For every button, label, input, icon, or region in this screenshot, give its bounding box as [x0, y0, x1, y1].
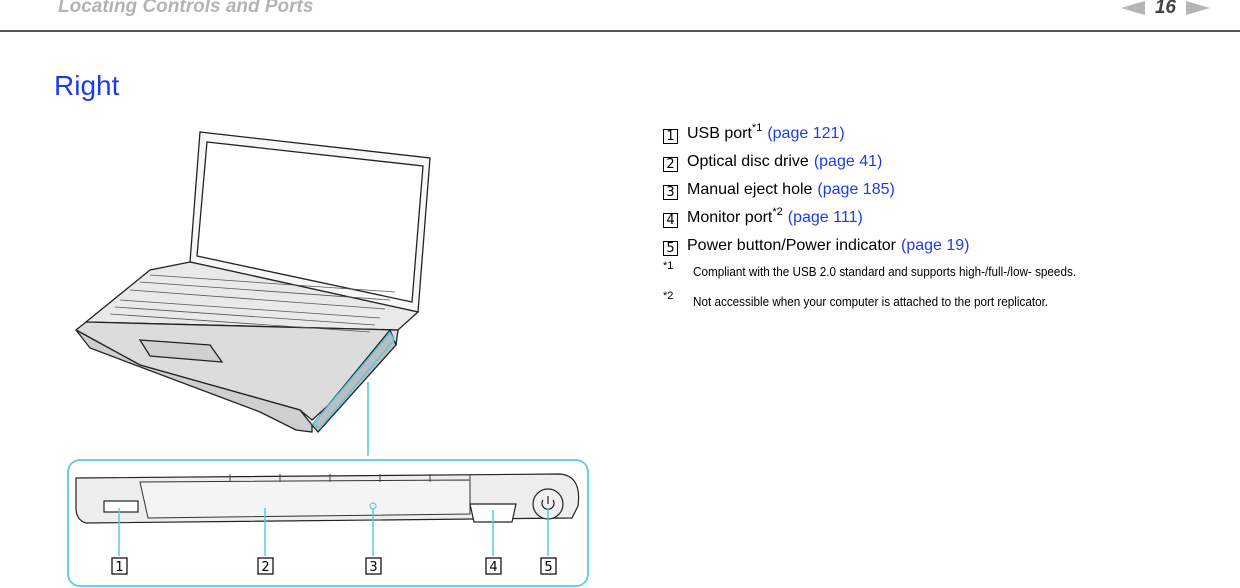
laptop-illustration [74, 131, 431, 433]
footnote-mark: *1 [663, 260, 674, 272]
footnote-2: *2 Not accessible when your computer is … [663, 290, 1233, 320]
callout-2: 2 [261, 560, 269, 575]
item-number: 5 [663, 241, 678, 256]
item-number: 1 [663, 129, 678, 144]
item-number: 3 [663, 185, 678, 200]
parts-legend: 1 USB port *1 (page 121) 2 Optical disc … [663, 120, 1233, 320]
usb-port-icon [103, 500, 139, 513]
header-divider [0, 30, 1240, 32]
page-link[interactable]: (page 111) [787, 209, 863, 226]
legend-item-optical-disc-drive: 2 Optical disc drive (page 41) [663, 148, 1233, 176]
item-label: Monitor port [687, 209, 773, 226]
footnote-text: Not accessible when your computer is att… [693, 294, 1049, 309]
page-number: 16 [1154, 0, 1176, 18]
legend-item-manual-eject-hole: 3 Manual eject hole (page 185) [663, 176, 1233, 204]
footnote-mark: *2 [663, 290, 674, 302]
page-link[interactable]: (page 121) [767, 125, 845, 142]
legend-item-usb-port: 1 USB port *1 (page 121) [663, 120, 1233, 148]
page-link[interactable]: (page 41) [813, 153, 883, 170]
item-number: 2 [663, 157, 678, 172]
item-number: 4 [663, 213, 678, 228]
legend-item-power-button: 5 Power button/Power indicator (page 19) [663, 232, 1233, 260]
legend-item-monitor-port: 4 Monitor port *2 (page 111) [663, 204, 1233, 232]
item-footnote-ref: *2 [772, 206, 783, 218]
page-link[interactable]: (page 19) [901, 237, 970, 254]
callout-4: 4 [489, 560, 497, 575]
next-page-arrow-icon[interactable] [1186, 1, 1210, 15]
callout-5: 5 [544, 560, 552, 575]
item-label: Manual eject hole [687, 181, 813, 198]
section-title: Right [54, 70, 120, 101]
zoomed-side-view: 1 2 3 4 5 [67, 459, 589, 587]
callout-3: 3 [369, 560, 377, 575]
page-nav: 16 [1120, 0, 1210, 19]
header-title: Locating Controls and Ports [58, 0, 314, 17]
page-link[interactable]: (page 185) [817, 181, 895, 198]
callout-1: 1 [115, 560, 123, 575]
item-footnote-ref: *1 [751, 122, 763, 134]
footnote-text: Compliant with the USB 2.0 standard and … [693, 264, 1077, 279]
laptop-right-side-figure: 1 2 3 4 5 [67, 131, 589, 587]
item-label: USB port [687, 125, 752, 142]
previous-page-arrow-icon[interactable] [1120, 1, 1145, 15]
item-label: Power button/Power indicator [687, 237, 896, 254]
footnote-1: *1 Compliant with the USB 2.0 standard a… [663, 260, 1233, 290]
item-label: Optical disc drive [687, 153, 809, 170]
